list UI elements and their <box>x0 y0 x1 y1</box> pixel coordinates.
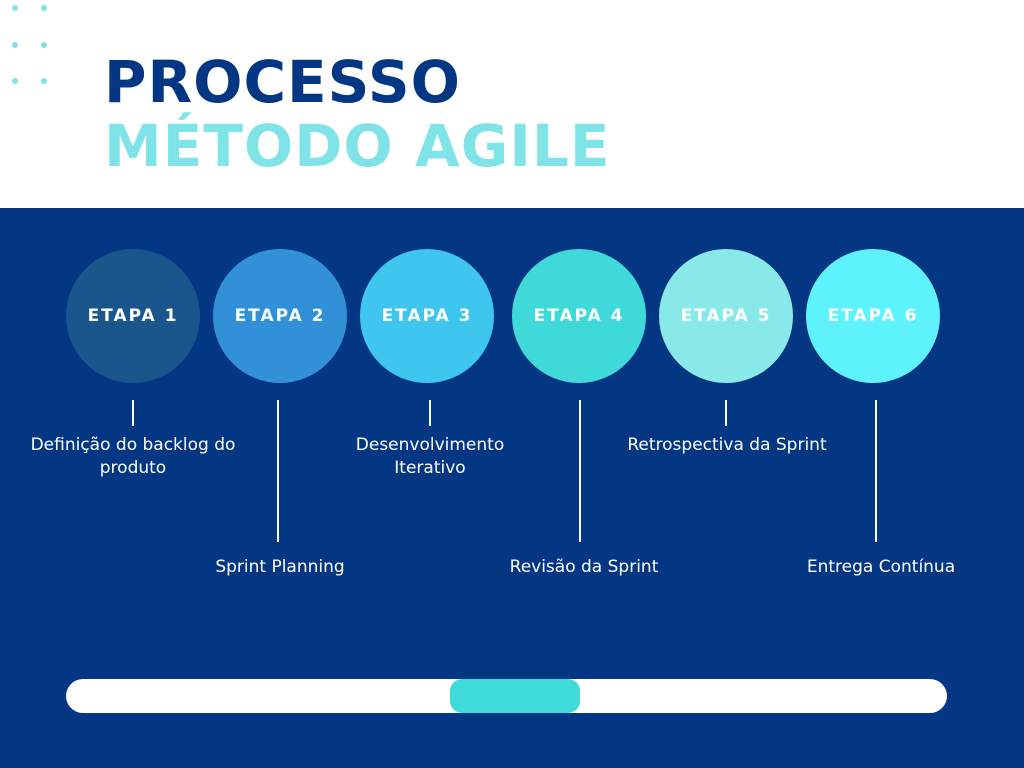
step-3-description: Desenvolvimento Iterativo <box>355 435 505 478</box>
decorative-dot <box>12 5 18 11</box>
page-title: PROCESSO <box>104 48 461 116</box>
step-2-circle: ETAPA 2 <box>213 249 347 383</box>
step-4-connector <box>579 400 581 542</box>
step-2-label: ETAPA 2 <box>234 306 326 326</box>
step-1-circle: ETAPA 1 <box>66 249 200 383</box>
step-4-description: Revisão da Sprint <box>509 557 659 577</box>
step-3-connector <box>429 400 431 426</box>
decorative-dot <box>12 42 18 48</box>
decorative-dots <box>0 0 60 100</box>
step-4-label: ETAPA 4 <box>533 306 625 326</box>
decorative-dot <box>41 42 47 48</box>
step-6-circle: ETAPA 6 <box>806 249 940 383</box>
step-6-label: ETAPA 6 <box>827 306 919 326</box>
step-1-description: Definição do backlog do produto <box>30 435 236 478</box>
scrollbar-track[interactable] <box>66 679 947 713</box>
step-6-description: Entrega Contínua <box>806 557 956 577</box>
step-6-connector <box>875 400 877 542</box>
step-3-label: ETAPA 3 <box>381 306 473 326</box>
page-subtitle: MÉTODO AGILE <box>104 112 611 180</box>
step-5-label: ETAPA 5 <box>680 306 772 326</box>
step-5-circle: ETAPA 5 <box>659 249 793 383</box>
step-1-connector <box>132 400 134 426</box>
scrollbar-thumb[interactable] <box>450 679 580 713</box>
decorative-dot <box>41 5 47 11</box>
step-2-connector <box>277 400 279 542</box>
decorative-dot <box>41 78 47 84</box>
step-5-connector <box>725 400 727 426</box>
decorative-dot <box>12 78 18 84</box>
step-1-label: ETAPA 1 <box>87 306 179 326</box>
step-2-description: Sprint Planning <box>215 557 345 577</box>
step-3-circle: ETAPA 3 <box>360 249 494 383</box>
step-4-circle: ETAPA 4 <box>512 249 646 383</box>
step-5-description: Retrospectiva da Sprint <box>627 435 827 455</box>
